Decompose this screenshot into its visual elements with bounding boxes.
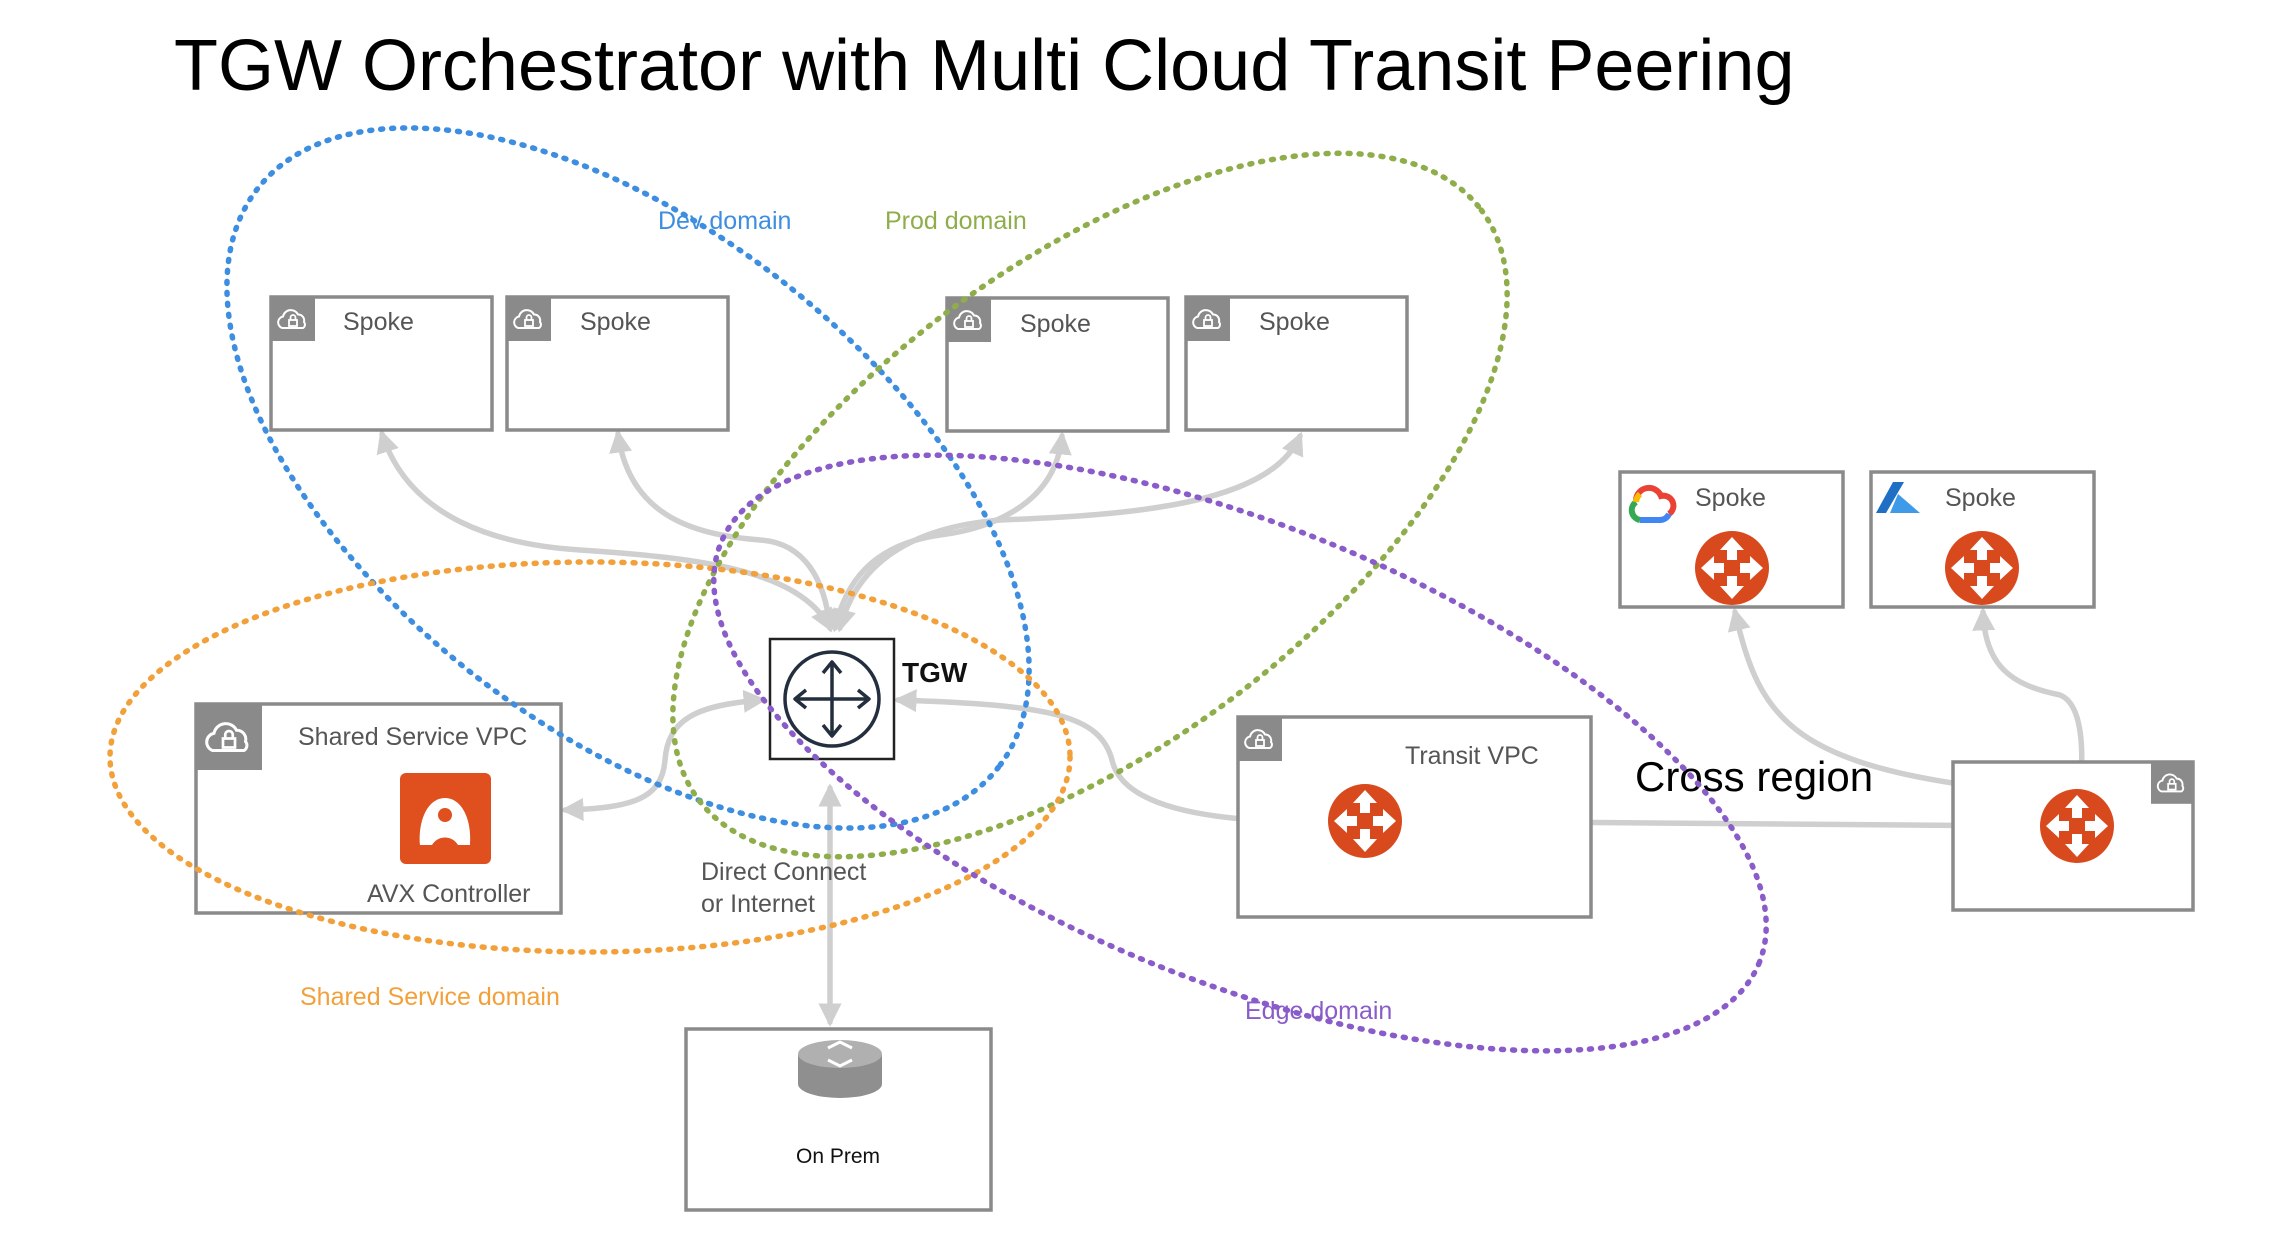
cloud-lock-icon [1237, 716, 1283, 762]
azure-spoke-vpc: Spoke [1869, 470, 2096, 609]
onprem-router-icon [798, 1040, 882, 1098]
spoke-label: Spoke [580, 308, 651, 336]
spoke-vpc-4: Spoke [1184, 295, 1409, 432]
link-label-line1: Direct Connect [701, 858, 866, 886]
dev-domain-boundary [224, 125, 1032, 831]
connector-gcp-spoke [1727, 607, 2040, 803]
cross-region-label: Cross region [1635, 753, 1873, 800]
shared-domain-label: Shared Service domain [300, 983, 560, 1011]
spoke-vpc-1: Spoke [269, 295, 494, 432]
azure-icon [1876, 482, 1920, 513]
shared-service-vpc: Shared Service VPC AVX Controller [194, 702, 563, 915]
connector-tgw-spoke-4 [833, 431, 1304, 633]
transit-vpc-label: Transit VPC [1405, 742, 1539, 770]
avx-controller-label: AVX Controller [367, 880, 531, 908]
prod-domain-label: Prod domain [885, 207, 1027, 235]
gcp-icon [1628, 484, 1677, 523]
router-icon [2040, 789, 2114, 863]
on-prem-label: On Prem [796, 1145, 880, 1168]
connector-tgw-spoke-1 [376, 429, 833, 633]
on-prem-site: On Prem [684, 1027, 993, 1212]
tgw-node: TGW [768, 637, 968, 761]
spoke-label: Spoke [343, 308, 414, 336]
transit-vpc: Transit VPC [1236, 715, 1593, 919]
gcp-spoke-vpc: Spoke [1618, 470, 1845, 609]
edge-domain-label: Edge domain [1245, 997, 1392, 1025]
spoke-vpc-2: Spoke [505, 295, 730, 432]
router-icon [1328, 784, 1402, 858]
azure-spoke-label: Spoke [1945, 484, 2016, 512]
spoke-vpc-3: Spoke [945, 296, 1170, 433]
page-title: TGW Orchestrator with Multi Cloud Transi… [174, 26, 1795, 106]
router-icon [1695, 531, 1769, 605]
connector-tgw-spoke-3 [827, 431, 1072, 633]
shared-vpc-label: Shared Service VPC [298, 723, 527, 751]
cloud-lock-icon [270, 296, 316, 342]
shared-service-domain-boundary [107, 559, 1073, 955]
prod-domain-boundary [670, 150, 1510, 860]
connector-tgw-shared-vpc [560, 689, 767, 821]
tgw-icon [783, 650, 881, 748]
connectors [376, 429, 2094, 1027]
cross-region-transit-vpc [1951, 760, 2195, 912]
connector-tgw-spoke-2 [609, 429, 840, 633]
connector-azure-spoke [1972, 607, 2094, 795]
spoke-label: Spoke [1259, 308, 1330, 336]
link-label-line2: or Internet [701, 890, 815, 918]
cloud-lock-icon [1185, 296, 1231, 342]
router-icon [1945, 531, 2019, 605]
gcp-spoke-label: Spoke [1695, 484, 1766, 512]
spoke-label: Spoke [1020, 310, 1091, 338]
cloud-lock-icon [194, 702, 264, 772]
cloud-lock-icon [506, 296, 552, 342]
cloud-lock-icon [2150, 761, 2194, 805]
tgw-label: TGW [902, 657, 968, 688]
connector-tgw-transit [893, 689, 1325, 834]
dev-domain-label: Dev domain [658, 207, 791, 235]
avx-controller-icon [400, 773, 491, 864]
edge-domain-boundary [711, 452, 1769, 1054]
